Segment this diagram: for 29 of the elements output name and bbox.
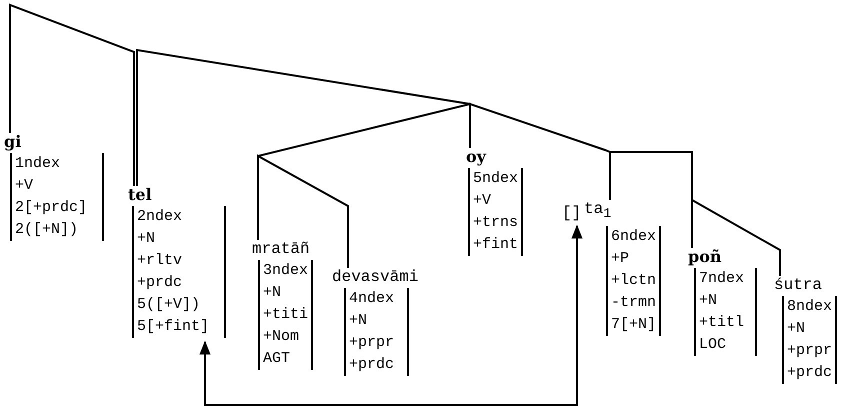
feature-matrix: 5ndex +V +trns +fint: [468, 168, 524, 256]
word-label: gi: [4, 133, 22, 151]
arrow: [199, 224, 583, 406]
tree-branch-line: [9, 4, 135, 186]
word-label: devasvāmi: [332, 268, 418, 286]
word-label: tel: [128, 186, 153, 204]
word-node: [4, 133, 104, 241]
word-label: []: [562, 204, 582, 222]
word-label: ta$_{1}$: [584, 200, 612, 224]
feature-matrix: 3ndex +N +titi +Nom AGT: [258, 260, 314, 370]
word-label: oy: [466, 148, 488, 166]
feature-matrix: 1ndex +V 2[+prdc] 2([+N]): [10, 153, 104, 241]
feature-matrix: 7ndex +N +titl LOC: [694, 268, 758, 356]
word-node: [774, 276, 838, 384]
tree-branch-line: [691, 198, 781, 276]
feature-matrix: 6ndex +P +lctn -trmn 7[+N]: [606, 226, 662, 336]
word-node: [688, 248, 758, 356]
tree-branch-line: [136, 48, 471, 186]
feature-matrix: 8ndex +N +prpr +prdc: [782, 296, 838, 384]
word-node: [252, 240, 314, 370]
word-label: mratāñ: [252, 240, 311, 258]
word-label: poñ: [688, 248, 722, 266]
word-node: [332, 268, 418, 376]
feature-matrix: 4ndex +N +prpr +prdc: [344, 288, 410, 376]
tree-branch-line: [257, 154, 349, 268]
word-node: [584, 200, 662, 336]
feature-matrix: 2ndex +N +rltv +prdc 5([+V]) 5[+fint]: [132, 206, 226, 338]
word-node: [128, 186, 226, 338]
word-label: śutra: [774, 276, 824, 294]
